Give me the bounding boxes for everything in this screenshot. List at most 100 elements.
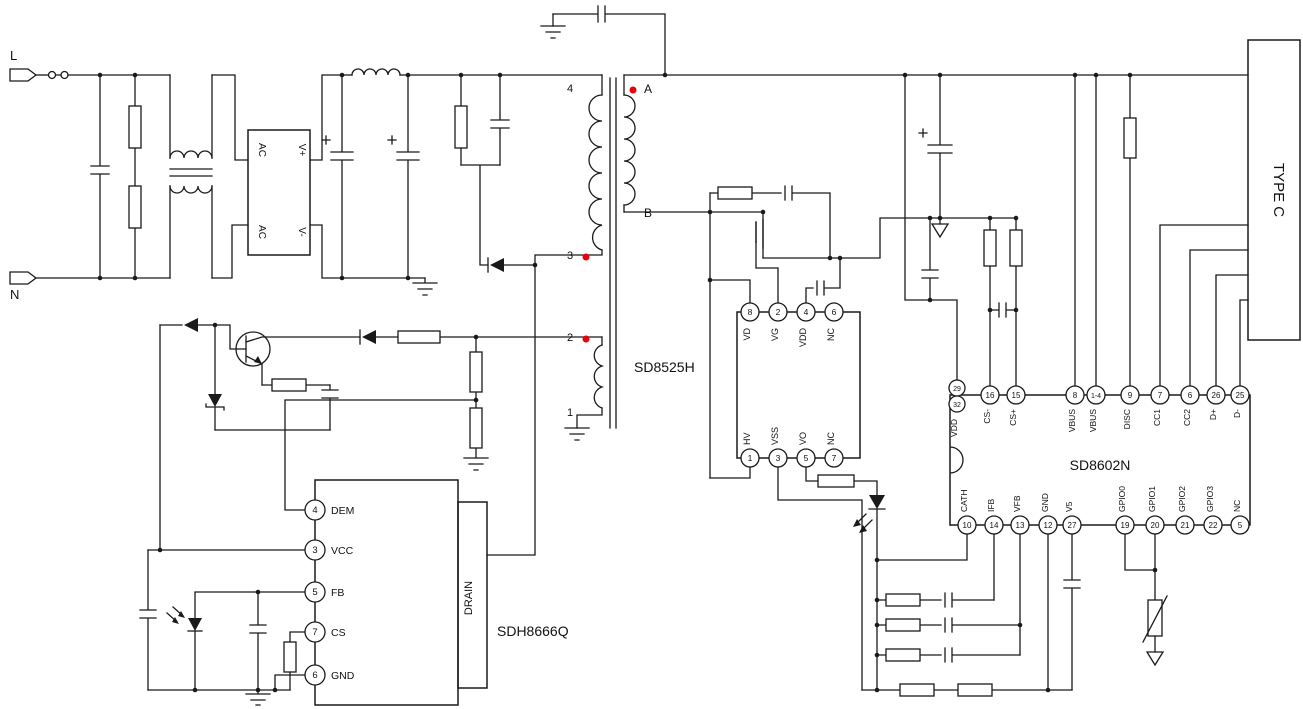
feedback-resistor bbox=[885, 618, 921, 632]
sync-pin-num: 2 bbox=[776, 307, 781, 317]
polarity-dot bbox=[582, 253, 590, 261]
protocol-pin-name: D- bbox=[1232, 409, 1242, 418]
feedback-resistor bbox=[885, 593, 921, 607]
feedback-resistor bbox=[885, 648, 921, 662]
type-c-label: TYPE C bbox=[1270, 163, 1287, 217]
neutral-label: N bbox=[10, 287, 19, 302]
protocol-pin-name: VBUS bbox=[1088, 409, 1098, 432]
polarity-dot bbox=[582, 335, 590, 343]
primary-pin-name: VCC bbox=[331, 545, 354, 557]
protocol-pin-name: CS+ bbox=[1008, 409, 1018, 426]
divider-resistor bbox=[957, 683, 993, 697]
junction-dots bbox=[97, 72, 1158, 693]
protocol-pin-num: 6 bbox=[1188, 391, 1193, 400]
sync-pin-name: VSS bbox=[770, 427, 780, 445]
protocol-pin-num: 16 bbox=[986, 391, 995, 400]
xfmr-pin4-label: 4 bbox=[567, 83, 573, 95]
line-terminal-lug bbox=[9, 68, 38, 82]
protocol-pin-name: GPIO2 bbox=[1177, 486, 1187, 512]
protocol-pin-num: 19 bbox=[1121, 521, 1130, 530]
sync-pin-num: 3 bbox=[776, 453, 781, 463]
sync-snubber-resistor bbox=[717, 186, 753, 200]
sync-pin-name: NC bbox=[826, 328, 836, 341]
protocol-pin-name: GPIO3 bbox=[1205, 486, 1215, 512]
protocol-ic-name: SD8602N bbox=[1070, 457, 1131, 473]
bridge-ac1-label: AC bbox=[256, 143, 267, 157]
ntc-ground-triangle bbox=[1145, 651, 1165, 667]
polarity-dot bbox=[629, 86, 637, 94]
protocol-pin-num: 21 bbox=[1181, 521, 1190, 530]
protocol-pin-name: D+ bbox=[1208, 409, 1218, 420]
protocol-pin-name: VDD bbox=[949, 419, 959, 437]
vcc-diode bbox=[184, 318, 198, 332]
zener-diode bbox=[208, 394, 222, 407]
primary-pin-name: GND bbox=[331, 670, 355, 682]
current-sense-filter-resistor bbox=[1009, 229, 1023, 267]
protocol-pin-num: 1-4 bbox=[1091, 393, 1101, 400]
xfmr-secB-label: B bbox=[644, 206, 652, 220]
current-sense-filter-resistor bbox=[983, 229, 997, 267]
protocol-pin-name: VFB bbox=[1012, 495, 1022, 512]
primary-pin-num: 3 bbox=[312, 545, 317, 556]
drain-label: DRAIN bbox=[463, 581, 475, 615]
sync-pin-num: 6 bbox=[832, 307, 837, 317]
sync-mosfet bbox=[755, 219, 764, 249]
sync-pin-num: 1 bbox=[748, 453, 753, 463]
earth-ground-symbols bbox=[245, 25, 1165, 706]
line-label: L bbox=[10, 48, 17, 63]
protocol-pin-name: CS- bbox=[982, 409, 992, 424]
xfmr-pin2-label: 2 bbox=[567, 332, 573, 344]
resistor bbox=[271, 378, 307, 392]
primary-pin-name: DEM bbox=[331, 505, 354, 517]
protocol-pin-num: 27 bbox=[1068, 521, 1077, 530]
protocol-pin-num: 29 bbox=[953, 386, 961, 393]
protocol-pin-num: 20 bbox=[1151, 521, 1160, 530]
divider-resistor bbox=[899, 683, 935, 697]
bridge-vminus-label: V- bbox=[296, 227, 307, 236]
protocol-pin-name: VBUS bbox=[1067, 409, 1077, 432]
protocol-pin-num: 26 bbox=[1212, 391, 1221, 400]
components bbox=[9, 68, 1168, 697]
sync-pin-name: VO bbox=[798, 432, 808, 445]
sync-ic-name: SD8525H bbox=[634, 359, 695, 375]
protocol-pin-name: GPIO1 bbox=[1147, 486, 1157, 512]
protocol-pin-name: IFB bbox=[986, 498, 996, 512]
primary-pin-num: 7 bbox=[312, 627, 317, 638]
primary-pin-num: 5 bbox=[312, 587, 317, 598]
protocol-pin-name: GND bbox=[1040, 493, 1050, 512]
discharge-resistor bbox=[1123, 117, 1137, 159]
protocol-pin-num: 15 bbox=[1012, 391, 1021, 400]
labels: L N AC AC V+ V- 4 3 2 1 A B SD8525H 8 2 … bbox=[10, 48, 1287, 682]
sync-pin-name: NC bbox=[826, 432, 836, 445]
aux-rectifier-diode bbox=[359, 329, 376, 345]
sync-pin-name: VD bbox=[742, 328, 752, 341]
sync-pin-name: HV bbox=[742, 432, 752, 445]
protocol-pin-num: 10 bbox=[963, 521, 972, 530]
optocoupler-receiver bbox=[166, 606, 203, 632]
sync-pin-name: VDD bbox=[798, 328, 808, 348]
npn-transistor bbox=[235, 331, 271, 367]
neutral-terminal-lug bbox=[9, 271, 38, 285]
sync-pin-num: 4 bbox=[804, 307, 809, 317]
protocol-pin-name: NC bbox=[1232, 500, 1242, 512]
optocoupler-led bbox=[853, 495, 886, 533]
fuse-icon bbox=[60, 70, 69, 80]
protocol-pin-num: 12 bbox=[1044, 521, 1053, 530]
primary-pin-name: FB bbox=[331, 587, 344, 599]
output-ground-triangle bbox=[930, 223, 950, 239]
bridge-vplus-label: V+ bbox=[296, 144, 307, 157]
protocol-pin-name: CC1 bbox=[1152, 409, 1162, 426]
wiring bbox=[35, 5, 1249, 691]
xfmr-pin3-label: 3 bbox=[567, 250, 573, 262]
sync-pin-num: 8 bbox=[748, 307, 753, 317]
protocol-pin-name: CATH bbox=[959, 489, 969, 512]
protocol-pin-num: 7 bbox=[1158, 391, 1163, 400]
primary-ic-name: SDH8666Q bbox=[497, 623, 569, 639]
protocol-pin-num: 22 bbox=[1209, 521, 1218, 530]
pin-bubbles bbox=[304, 302, 1250, 686]
protocol-pin-num: 9 bbox=[1128, 391, 1133, 400]
protocol-pin-name: CC2 bbox=[1182, 409, 1192, 426]
sync-pin-name: VG bbox=[770, 328, 780, 341]
pin1-notch bbox=[949, 446, 964, 474]
